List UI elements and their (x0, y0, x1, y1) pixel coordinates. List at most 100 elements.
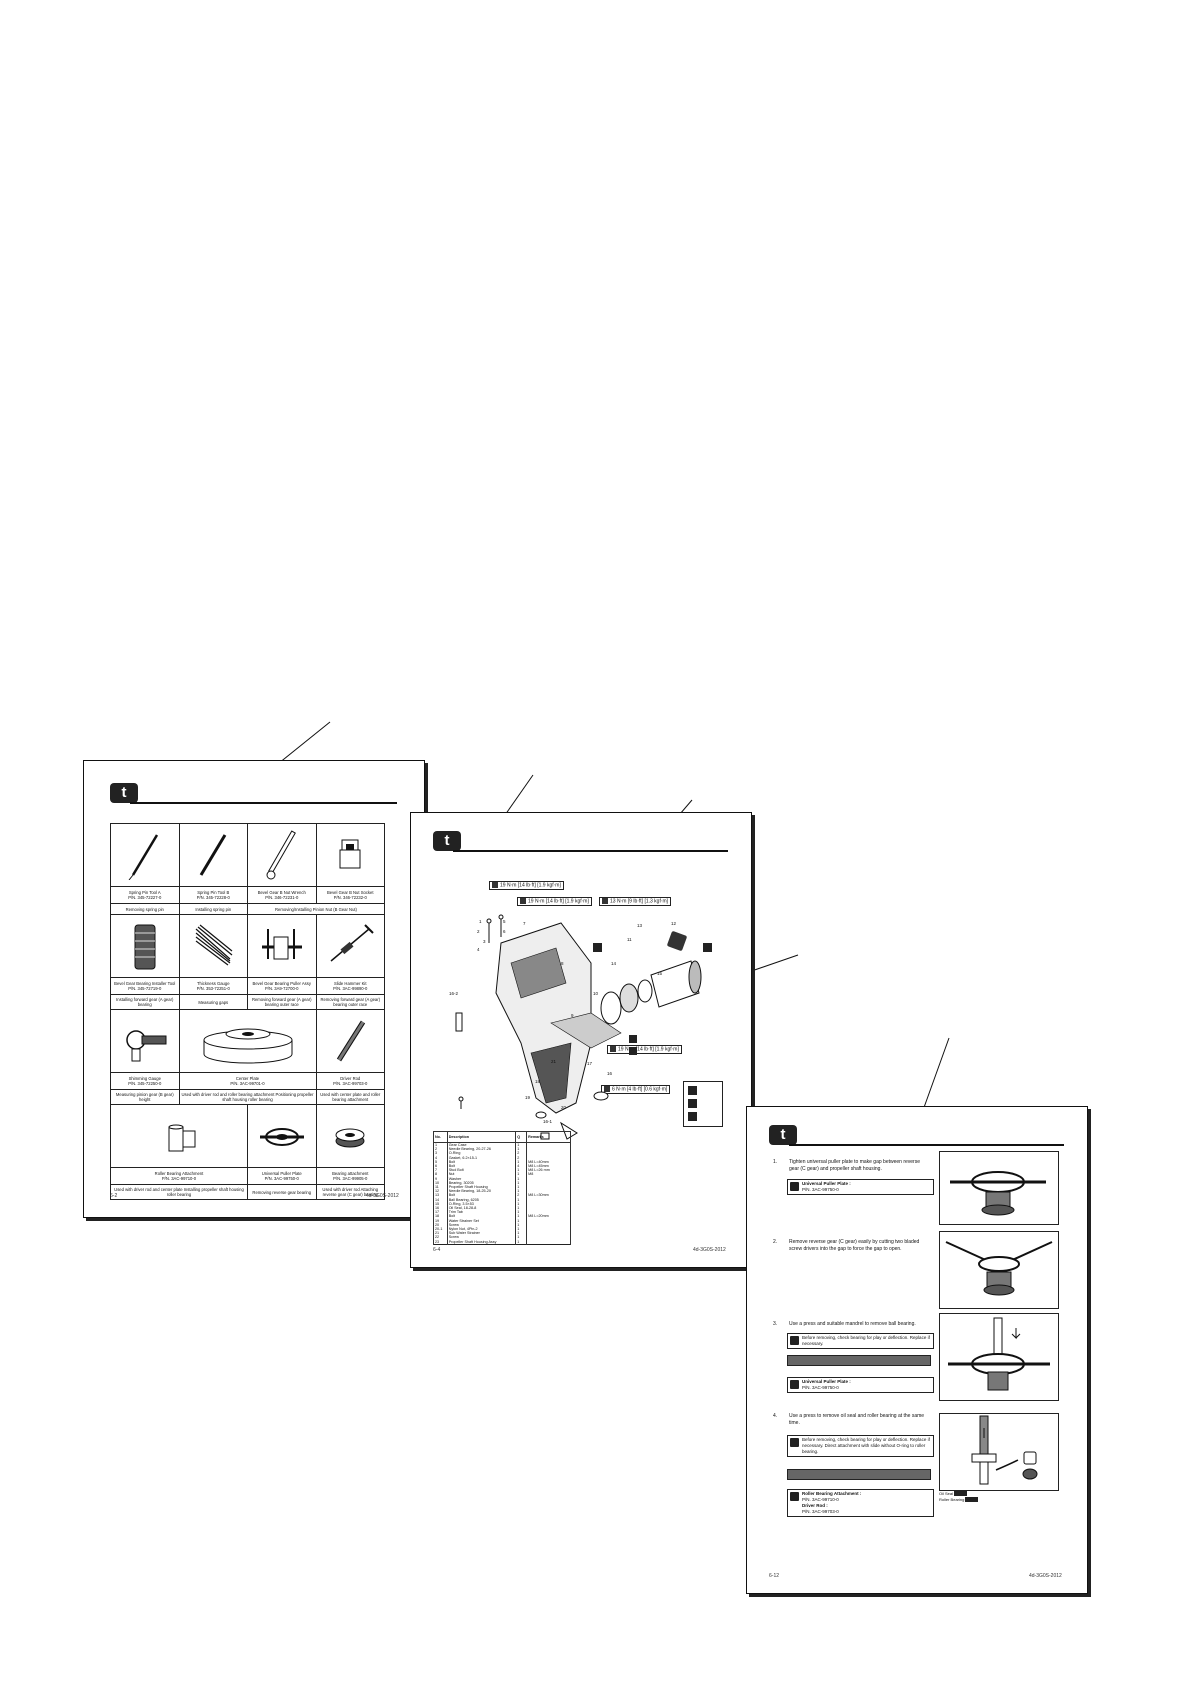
tool-image-driver-rod (315, 1009, 385, 1073)
tool-image-spring-pin-a (110, 823, 180, 887)
manual-page-disassembly-steps: t 1. Tighten universal puller plate to m… (746, 1106, 1088, 1594)
torque-wrench-icon (604, 1086, 610, 1092)
tool-use: Removing forward gear (A gear) bearing o… (315, 994, 385, 1010)
parts-list-cell (526, 1197, 571, 1202)
torque-wrench-icon (520, 898, 526, 904)
tool-pn: P/N. 345-72719-0 (128, 986, 162, 991)
caution-bar (787, 1469, 931, 1480)
torque-spec: 19 N·m [14 lb·ft] [1.9 kgf·m] (489, 881, 564, 891)
callout-number: 15 (657, 971, 663, 976)
tool-image-thickness-gauge (178, 914, 248, 978)
parts-list-cell (526, 1222, 571, 1228)
parts-list-cell (526, 1201, 571, 1207)
tool-name: Roller Bearing Attachment (154, 1171, 204, 1176)
tool-pn: P/N. 3AC-99905-0 (333, 1176, 368, 1181)
tool-image-center-plate (178, 1009, 317, 1073)
parts-list-cell: M8 (526, 1172, 571, 1177)
service-tool-icon: t (433, 831, 461, 851)
callout-number: 12 (671, 921, 677, 926)
callout-number: 21 (551, 1059, 557, 1064)
tool-image-nut-socket (315, 823, 385, 887)
tool-use: Removing spring pin (110, 903, 180, 915)
parts-list-header: Description (446, 1131, 517, 1143)
special-tool-icon (790, 1492, 799, 1501)
parts-list-cell: M8 L=30mm (526, 1193, 571, 1198)
tool-image-bearing-puller (247, 914, 317, 978)
tool-pn: P/N. 345-72250-0 (128, 1081, 162, 1086)
tool-name: Center Plate (235, 1076, 260, 1081)
tool-pn: P/N. 3AC-99701-0 (230, 1081, 265, 1086)
step-text: Use a press and suitable mandrel to remo… (789, 1321, 916, 1327)
tool-use: Removing/Installing Pinion Nut (B Gear N… (247, 903, 385, 915)
parts-list-header: Q (515, 1131, 528, 1143)
callout-number: 9 (571, 1013, 574, 1018)
parts-list-cell (526, 1176, 571, 1181)
callout-number: 6 (503, 929, 506, 934)
callout-number: 20 (561, 1105, 567, 1110)
page-number: 6-12 (769, 1573, 780, 1579)
tool-use: Measuring pinion gear (B gear) height (110, 1089, 180, 1105)
callout-number: 11 (627, 937, 632, 942)
figure-screwdrivers-in-gap (939, 1231, 1059, 1309)
caution-bar (787, 1355, 931, 1366)
service-tool-icon: t (769, 1125, 797, 1145)
callout-number: 8 (561, 961, 564, 966)
tool-reference-box: Universal Puller Plate : P/N. 3AC-99750-… (787, 1179, 934, 1195)
parts-list-cell: Propeller Shaft Housing Assy (446, 1239, 517, 1245)
tool-name: Slide Hammer Kit (333, 981, 367, 986)
tool-name: Spring Pin Tool B (197, 890, 230, 895)
tool-image-nut-wrench (247, 823, 317, 887)
tool-use: Installing forward gear (A gear) bearing (110, 994, 180, 1010)
exploded-gear-case-diagram (455, 914, 712, 1140)
callout-number: 13 (637, 923, 643, 928)
tool-reference-box: Roller Bearing Attachment : P/N. 3AC-997… (787, 1489, 934, 1517)
step-number: 4. (773, 1413, 778, 1419)
parts-list-cell: 1 (515, 1239, 528, 1245)
note-icon (790, 1336, 799, 1345)
parts-list-cell (526, 1231, 571, 1236)
note-icon (790, 1438, 799, 1447)
parts-list-cell (526, 1147, 571, 1152)
callout-number: 7 (523, 921, 526, 926)
figure-press-ball-bearing (939, 1313, 1059, 1401)
callout-number: 10 (593, 991, 599, 996)
header-rule (130, 802, 397, 804)
parts-list-header: No. (433, 1131, 448, 1143)
header-rule (453, 850, 728, 852)
tool-name: Shimming Gauge (128, 1076, 161, 1081)
step-text: Tighten universal puller plate to make g… (789, 1159, 921, 1172)
parts-list-cell: M8 L=40mm (526, 1159, 571, 1165)
tool-name: Bearing attachment (332, 1171, 369, 1176)
parts-list-cell: M8 L=20mm (526, 1214, 571, 1219)
figure-label-oil-seal: Oil Seal (939, 1491, 978, 1497)
tool-pn: P/N. 3AC-99890-0 (333, 986, 368, 991)
parts-list-cell (526, 1227, 571, 1232)
torque-wrench-icon (602, 898, 608, 904)
tool-pn: P/N. 345-72227-0 (128, 895, 162, 900)
tool-image-bearing-attachment (315, 1104, 385, 1168)
tool-pn: P/N. 345-72228-0 (196, 895, 230, 900)
parts-list-cell (526, 1142, 571, 1148)
tool-use: Used with center plate and roller bearin… (315, 1089, 385, 1105)
parts-list-cell (526, 1180, 571, 1186)
parts-list-cell (526, 1151, 571, 1156)
step-number: 2. (773, 1239, 778, 1245)
parts-list-header: Remarks (526, 1131, 571, 1143)
note-box: Before removing, check bearing for play … (787, 1333, 934, 1349)
parts-list-cell: 23 (433, 1239, 448, 1245)
